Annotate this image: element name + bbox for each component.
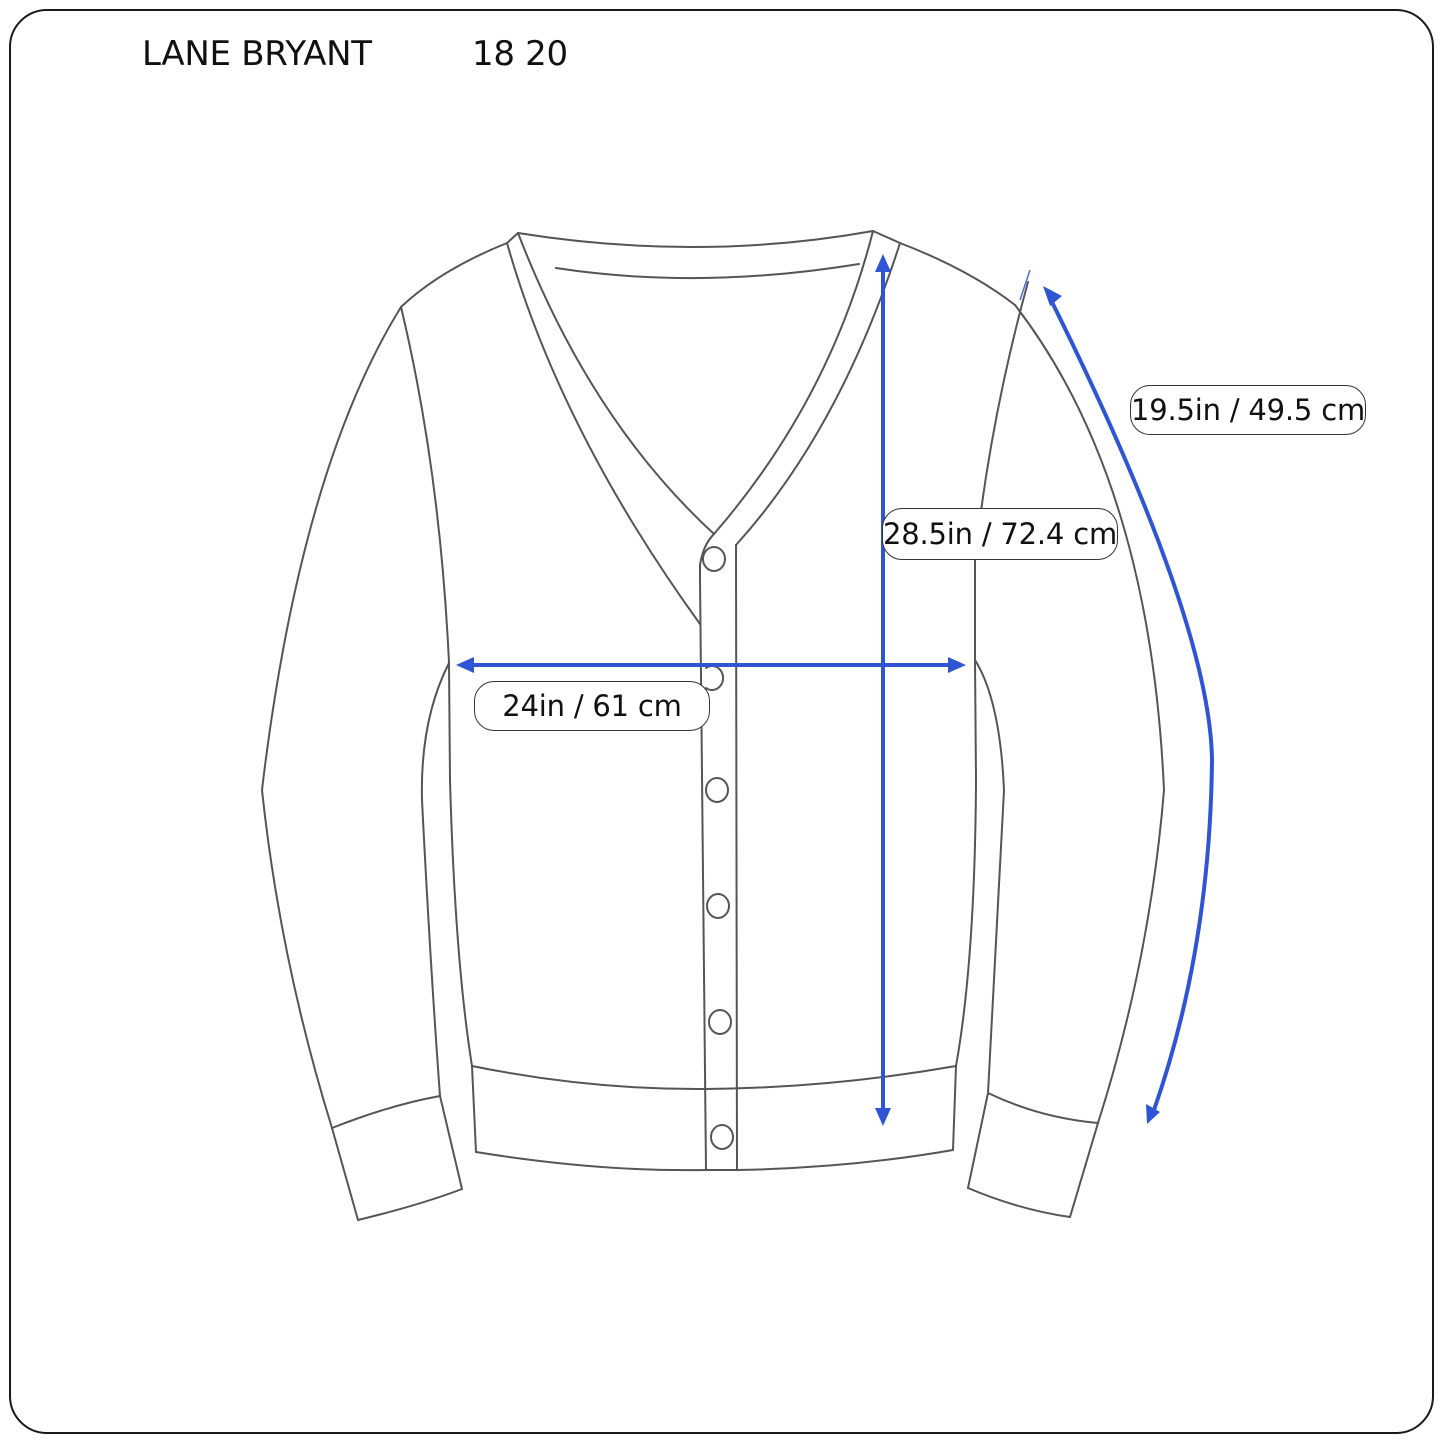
diagram-frame: [9, 9, 1434, 1434]
width-measure-arrow: [456, 657, 966, 673]
size-label: 18 20: [472, 34, 568, 74]
brand-name: LANE BRYANT: [142, 34, 372, 74]
chest-width-label: 24in / 61 cm: [474, 681, 710, 731]
sleeve-length-label: 19.5in / 49.5 cm: [1130, 385, 1366, 435]
body-length-label: 28.5in / 72.4 cm: [882, 508, 1118, 560]
sleeve-measure-arrow: [1043, 286, 1215, 1124]
length-measure-arrow: [875, 254, 891, 1126]
